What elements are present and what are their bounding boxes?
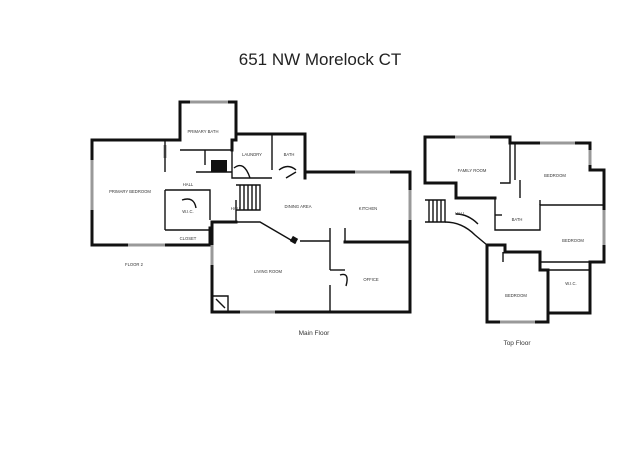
room-label-primary-bedroom: PRIMARY BEDROOM (109, 189, 151, 194)
room-label-family-room: FAMILY ROOM (458, 168, 487, 173)
room-label-bedroom-1: BEDROOM (544, 173, 566, 178)
room-label-top-wic: W.I.C. (565, 281, 576, 286)
fixture-icon (211, 160, 227, 172)
main-floor-caption: Main Floor (299, 330, 331, 337)
room-label-kitchen: KITCHEN (359, 206, 377, 211)
main-floor-plan: HALL DINING AREA KITCHEN LIVING ROOM OFF… (210, 170, 412, 337)
room-label-wic: W.I.C. (182, 209, 193, 214)
property-address-title: 651 NW Morelock CT (238, 50, 402, 69)
column-marker (289, 235, 299, 245)
room-label-bedroom-2: BEDROOM (562, 238, 584, 243)
room-label-closet: CLOSET (180, 236, 197, 241)
room-label-dining-area: DINING AREA (285, 204, 312, 209)
room-label-primary-bath: PRIMARY BATH (188, 129, 219, 134)
room-label-main-hall: HALL (231, 206, 242, 211)
room-label-bath: BATH (284, 152, 295, 157)
top-floor-caption: Top Floor (503, 340, 531, 347)
room-label-living-room: LIVING ROOM (254, 269, 282, 274)
floor-2-caption: FLOOR 2 (125, 262, 144, 267)
floor-2-plan: PRIMARY BATH LAUNDRY BATH PRIMARY BEDROO… (90, 100, 307, 267)
room-label-hall: HALL (183, 182, 194, 187)
room-label-laundry: LAUNDRY (242, 152, 262, 157)
room-label-top-bath: BATH (512, 217, 523, 222)
room-label-top-hall: HALL (455, 211, 466, 216)
room-label-bedroom-3: BEDROOM (505, 293, 527, 298)
room-label-office: OFFICE (363, 277, 379, 282)
top-floor-plan: FAMILY ROOM BEDROOM HALL BATH BEDROOM BE… (423, 135, 606, 347)
